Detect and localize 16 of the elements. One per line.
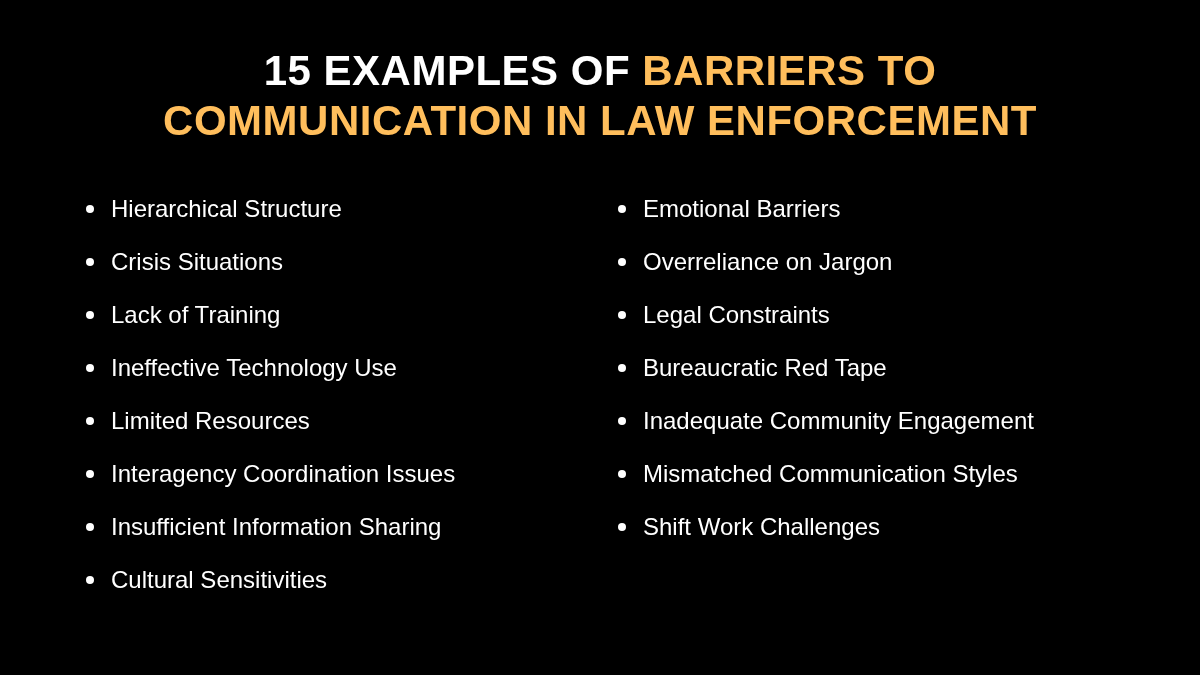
list-item: Crisis Situations — [111, 248, 284, 276]
list-item: Bureaucratic Red Tape — [643, 354, 887, 382]
list-item: Cultural Sensitivities — [111, 566, 328, 594]
list-item: Interagency Coordination Issues — [111, 460, 456, 488]
list-item: Inadequate Community Engagement — [643, 407, 1034, 435]
list-item: Insufficient Information Sharing — [111, 513, 442, 541]
list-item: Ineffective Technology Use — [111, 354, 397, 382]
list-item: Overreliance on Jargon — [643, 248, 893, 276]
list-item: Emotional Barriers — [643, 195, 841, 223]
list-item: Lack of Training — [111, 301, 281, 329]
list-item: Legal Constraints — [643, 301, 830, 329]
list-item: Hierarchical Structure — [111, 195, 342, 223]
list-item: Shift Work Challenges — [643, 513, 880, 541]
list-item: Mismatched Communication Styles — [643, 460, 1018, 488]
title: 15 EXAMPLES OF BARRIERS TO COMMUNICATION IN LAW ENFORCEMENT — [162, 46, 1038, 146]
list-item: Limited Resources — [111, 407, 310, 435]
